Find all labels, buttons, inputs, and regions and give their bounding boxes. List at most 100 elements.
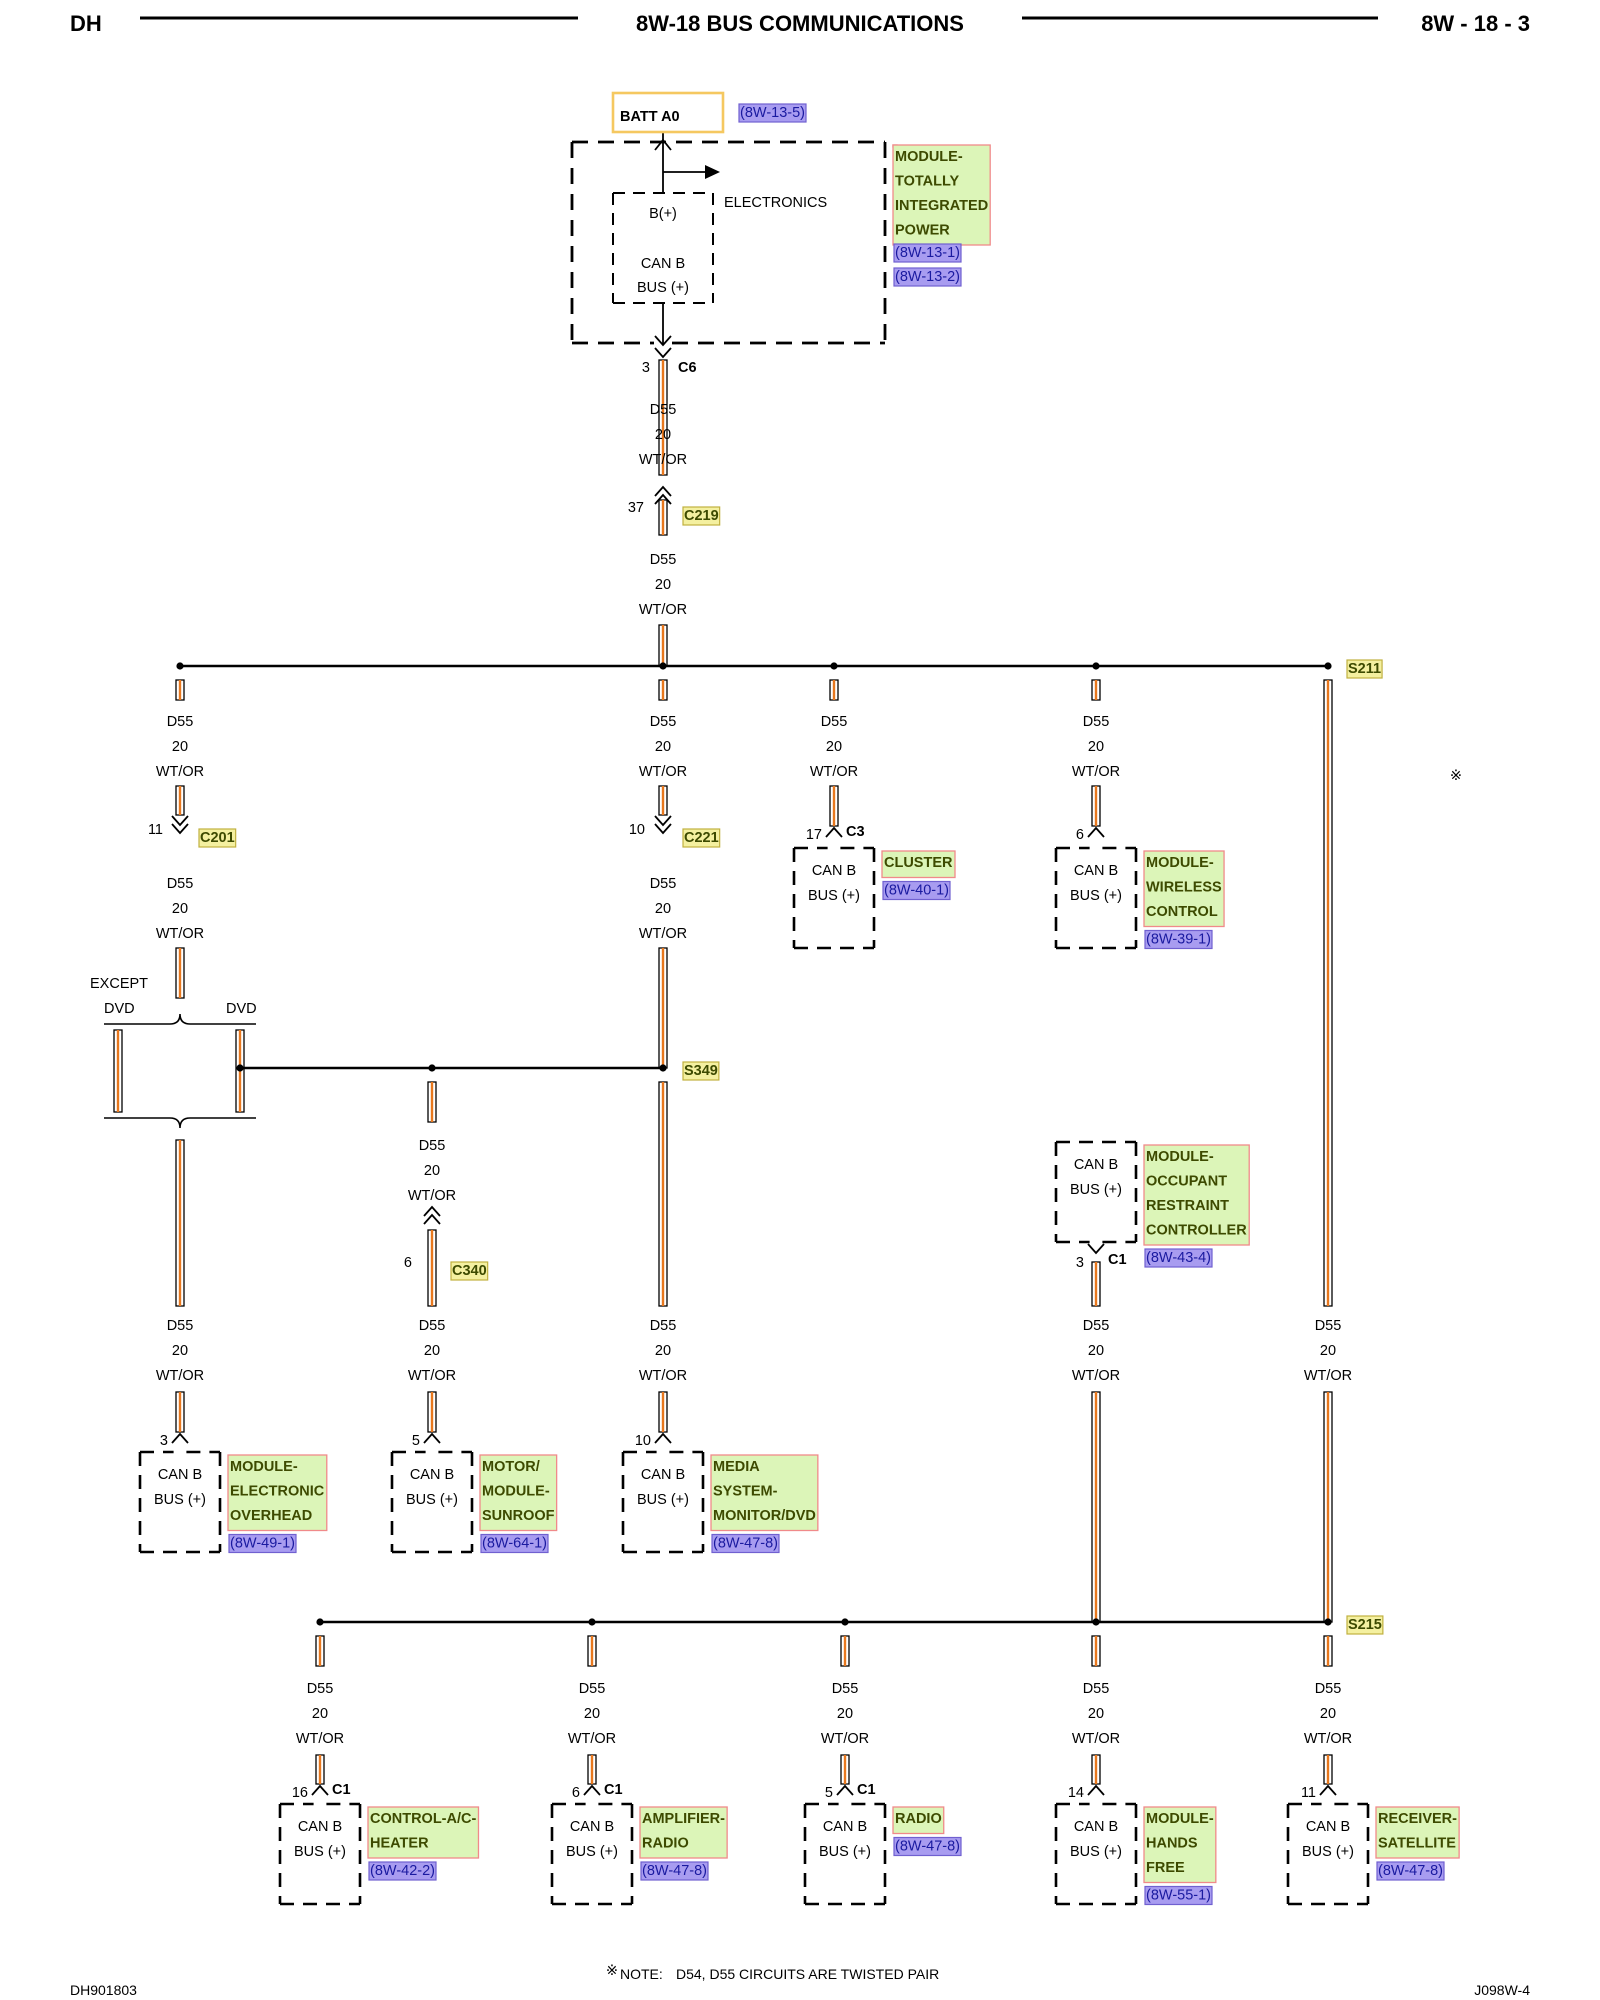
connector-c219: C219 bbox=[684, 508, 719, 524]
batt-arrow-head bbox=[654, 138, 672, 151]
option-bracket-bottom bbox=[104, 1117, 256, 1129]
splice-point bbox=[841, 1618, 849, 1626]
wire-color-label: WT/OR bbox=[408, 1368, 456, 1384]
ref-link-batt-highlight bbox=[738, 103, 807, 123]
ref-link-hfm: (8W-55-1) bbox=[1146, 1888, 1211, 1904]
connector-caret-up bbox=[654, 485, 672, 497]
component-name-line: RECEIVER- bbox=[1378, 1811, 1457, 1827]
wire-color-label: WT/OR bbox=[810, 764, 858, 780]
component-name-sdars: RECEIVER-SATELLITE bbox=[1375, 1806, 1460, 1859]
splice-point bbox=[588, 1618, 596, 1626]
connector-label: C1 bbox=[1108, 1252, 1127, 1268]
module-box-hfm bbox=[1054, 1802, 1138, 1906]
component-name-sunroof: MOTOR/MODULE-SUNROOF bbox=[479, 1454, 558, 1532]
component-name-box bbox=[1375, 1806, 1460, 1859]
splice-point bbox=[176, 662, 184, 670]
module-box-radio bbox=[803, 1802, 887, 1906]
batt-a0-label: BATT A0 bbox=[620, 109, 680, 125]
splice-point bbox=[1092, 1618, 1100, 1626]
pin-number: 3 bbox=[642, 360, 650, 376]
component-name-box bbox=[1143, 1144, 1250, 1246]
wire-color-label: WT/OR bbox=[156, 764, 204, 780]
ref-link-amp-highlight bbox=[640, 1861, 709, 1881]
component-name-line: MODULE- bbox=[1146, 855, 1214, 871]
modules-layer bbox=[138, 91, 1370, 1906]
wire-color-label: WT/OR bbox=[156, 1368, 204, 1384]
bus-plus-label: BUS (+) bbox=[808, 888, 860, 904]
wire-gauge-label: 20 bbox=[1088, 739, 1104, 755]
wire-circuit-label: D55 bbox=[167, 1318, 194, 1334]
ref-link-media-highlight bbox=[711, 1533, 780, 1554]
wire-gauge-label: 20 bbox=[312, 1706, 328, 1722]
ref-link-radio-highlight bbox=[893, 1836, 962, 1857]
wire-color-label: WT/OR bbox=[156, 926, 204, 942]
wire-circuit-label: D55 bbox=[1315, 1318, 1342, 1334]
component-name-line: OCCUPANT bbox=[1146, 1174, 1227, 1190]
can-b-label: CAN B bbox=[1074, 1819, 1118, 1835]
splice-point bbox=[316, 1618, 324, 1626]
wire-circuit-label: D55 bbox=[167, 876, 194, 892]
pin-number: 3 bbox=[160, 1433, 168, 1449]
splice-s215: S215 bbox=[1348, 1617, 1382, 1633]
connector-caret-down bbox=[171, 815, 189, 827]
module-box-sdars bbox=[1286, 1802, 1370, 1906]
connector-c221: C221 bbox=[684, 830, 719, 846]
wire-color-label: WT/OR bbox=[296, 1731, 344, 1747]
splice-point bbox=[1324, 1618, 1332, 1626]
batt-a0-box bbox=[611, 91, 725, 134]
wire-circuit-label: D55 bbox=[579, 1681, 606, 1697]
wire-color-label: WT/OR bbox=[639, 602, 687, 618]
component-name-box bbox=[1143, 850, 1225, 928]
component-name-line: WIRELESS bbox=[1146, 880, 1222, 896]
pin-number: 11 bbox=[1301, 1785, 1316, 1801]
component-name-line: SYSTEM- bbox=[713, 1484, 778, 1500]
ref-link-wcm-highlight bbox=[1144, 929, 1213, 950]
wire-circuit-label: D55 bbox=[832, 1681, 859, 1697]
except-label: EXCEPT bbox=[90, 976, 148, 992]
connector-label: C1 bbox=[604, 1782, 623, 1798]
splice-s211-highlight bbox=[1346, 659, 1383, 679]
note-label: NOTE: bbox=[620, 1966, 663, 1982]
wire-circuit-label: D55 bbox=[650, 1318, 677, 1334]
pin-number: 5 bbox=[412, 1433, 420, 1449]
connector-caret-up bbox=[423, 1213, 441, 1225]
except-dvd-label: DVD bbox=[104, 1001, 135, 1017]
wire-gauge-label: 20 bbox=[1088, 1706, 1104, 1722]
splice-point bbox=[1324, 662, 1332, 670]
wire-circuit-label: D55 bbox=[167, 714, 194, 730]
ref-link-sunroof: (8W-64-1) bbox=[482, 1536, 547, 1552]
bus-plus-label: BUS (+) bbox=[1302, 1844, 1354, 1860]
ref-link-sdars: (8W-47-8) bbox=[1378, 1863, 1443, 1879]
splice-point bbox=[236, 1064, 244, 1072]
component-name-line: INTEGRATED bbox=[895, 198, 988, 214]
connector-caret-up bbox=[423, 1432, 441, 1444]
b-plus-label: B(+) bbox=[649, 206, 677, 222]
splice-point bbox=[830, 662, 838, 670]
connector-c201: C201 bbox=[200, 830, 235, 846]
pin-number: 10 bbox=[635, 1433, 651, 1449]
pin-number: 10 bbox=[629, 822, 645, 838]
footer-drawing-id: DH901803 bbox=[70, 1982, 137, 1998]
module-box-wcm bbox=[1054, 846, 1138, 950]
component-name-line: MODULE- bbox=[230, 1459, 298, 1475]
wire-circuit-label: D55 bbox=[1083, 1318, 1110, 1334]
connector-caret-down bbox=[654, 347, 672, 359]
connector-caret-up bbox=[423, 1205, 441, 1217]
can-b-label: CAN B bbox=[410, 1467, 454, 1483]
connector-caret-down bbox=[654, 815, 672, 827]
component-name-line: RESTRAINT bbox=[1146, 1198, 1229, 1214]
connector-label: C1 bbox=[857, 1782, 876, 1798]
ref-link-tipm-1-highlight bbox=[893, 243, 962, 263]
pin-number: 37 bbox=[628, 500, 644, 516]
connector-caret-up bbox=[654, 493, 672, 505]
connector-caret-down bbox=[654, 823, 672, 835]
wire-color-label: WT/OR bbox=[821, 1731, 869, 1747]
connector-caret-up bbox=[654, 1432, 672, 1444]
component-name-line: FREE bbox=[1146, 1860, 1185, 1876]
connector-caret-up bbox=[1087, 826, 1105, 838]
connector-c340-highlight bbox=[450, 1261, 489, 1281]
ref-link-tipm-1: (8W-13-1) bbox=[895, 245, 960, 261]
